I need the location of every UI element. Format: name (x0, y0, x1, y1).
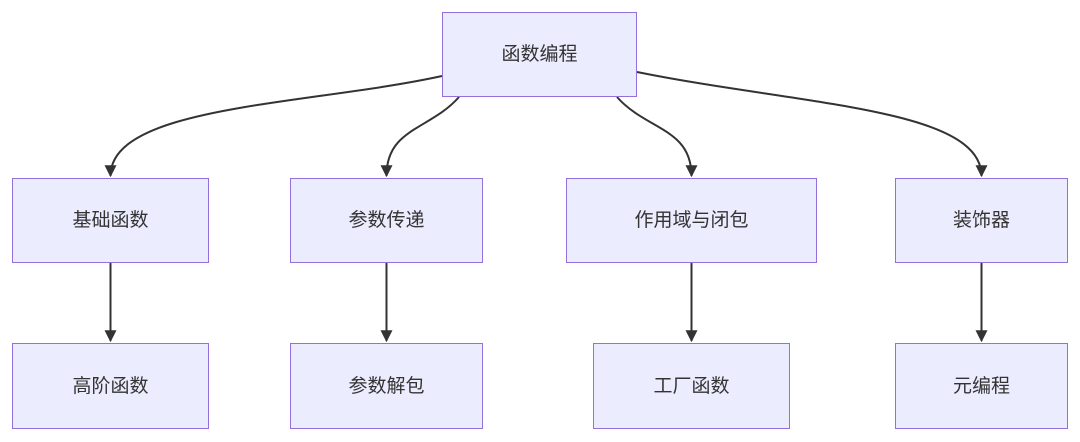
node-basic-functions-label: 基础函数 (72, 210, 149, 231)
node-root-label: 函数编程 (501, 44, 578, 65)
node-parameter-unpacking: 参数解包 (290, 343, 483, 429)
node-scope-and-closures-label: 作用域与闭包 (634, 210, 749, 231)
node-metaprogramming: 元编程 (895, 343, 1068, 429)
edge-root-to-decorators (636, 71, 988, 178)
node-decorators: 装饰器 (895, 178, 1068, 263)
edge-root-to-parameter-passing (380, 96, 460, 178)
node-parameter-unpacking-label: 参数解包 (348, 375, 425, 397)
node-parameter-passing: 参数传递 (290, 178, 483, 263)
node-scope-and-closures: 作用域与闭包 (566, 178, 817, 263)
node-higher-order-functions-label: 高阶函数 (72, 375, 149, 397)
node-parameter-passing-label: 参数传递 (348, 210, 425, 231)
node-decorators-label: 装饰器 (952, 210, 1010, 231)
edge-root-to-scope-and-closures (616, 96, 698, 178)
node-factory-functions-label: 工厂函数 (653, 375, 730, 397)
node-factory-functions: 工厂函数 (593, 343, 790, 429)
node-higher-order-functions: 高阶函数 (12, 343, 209, 429)
node-root: 函数编程 (442, 12, 637, 97)
node-metaprogramming-label: 元编程 (952, 375, 1010, 397)
edge-root-to-basic-functions (104, 75, 443, 178)
node-basic-functions: 基础函数 (12, 178, 209, 263)
